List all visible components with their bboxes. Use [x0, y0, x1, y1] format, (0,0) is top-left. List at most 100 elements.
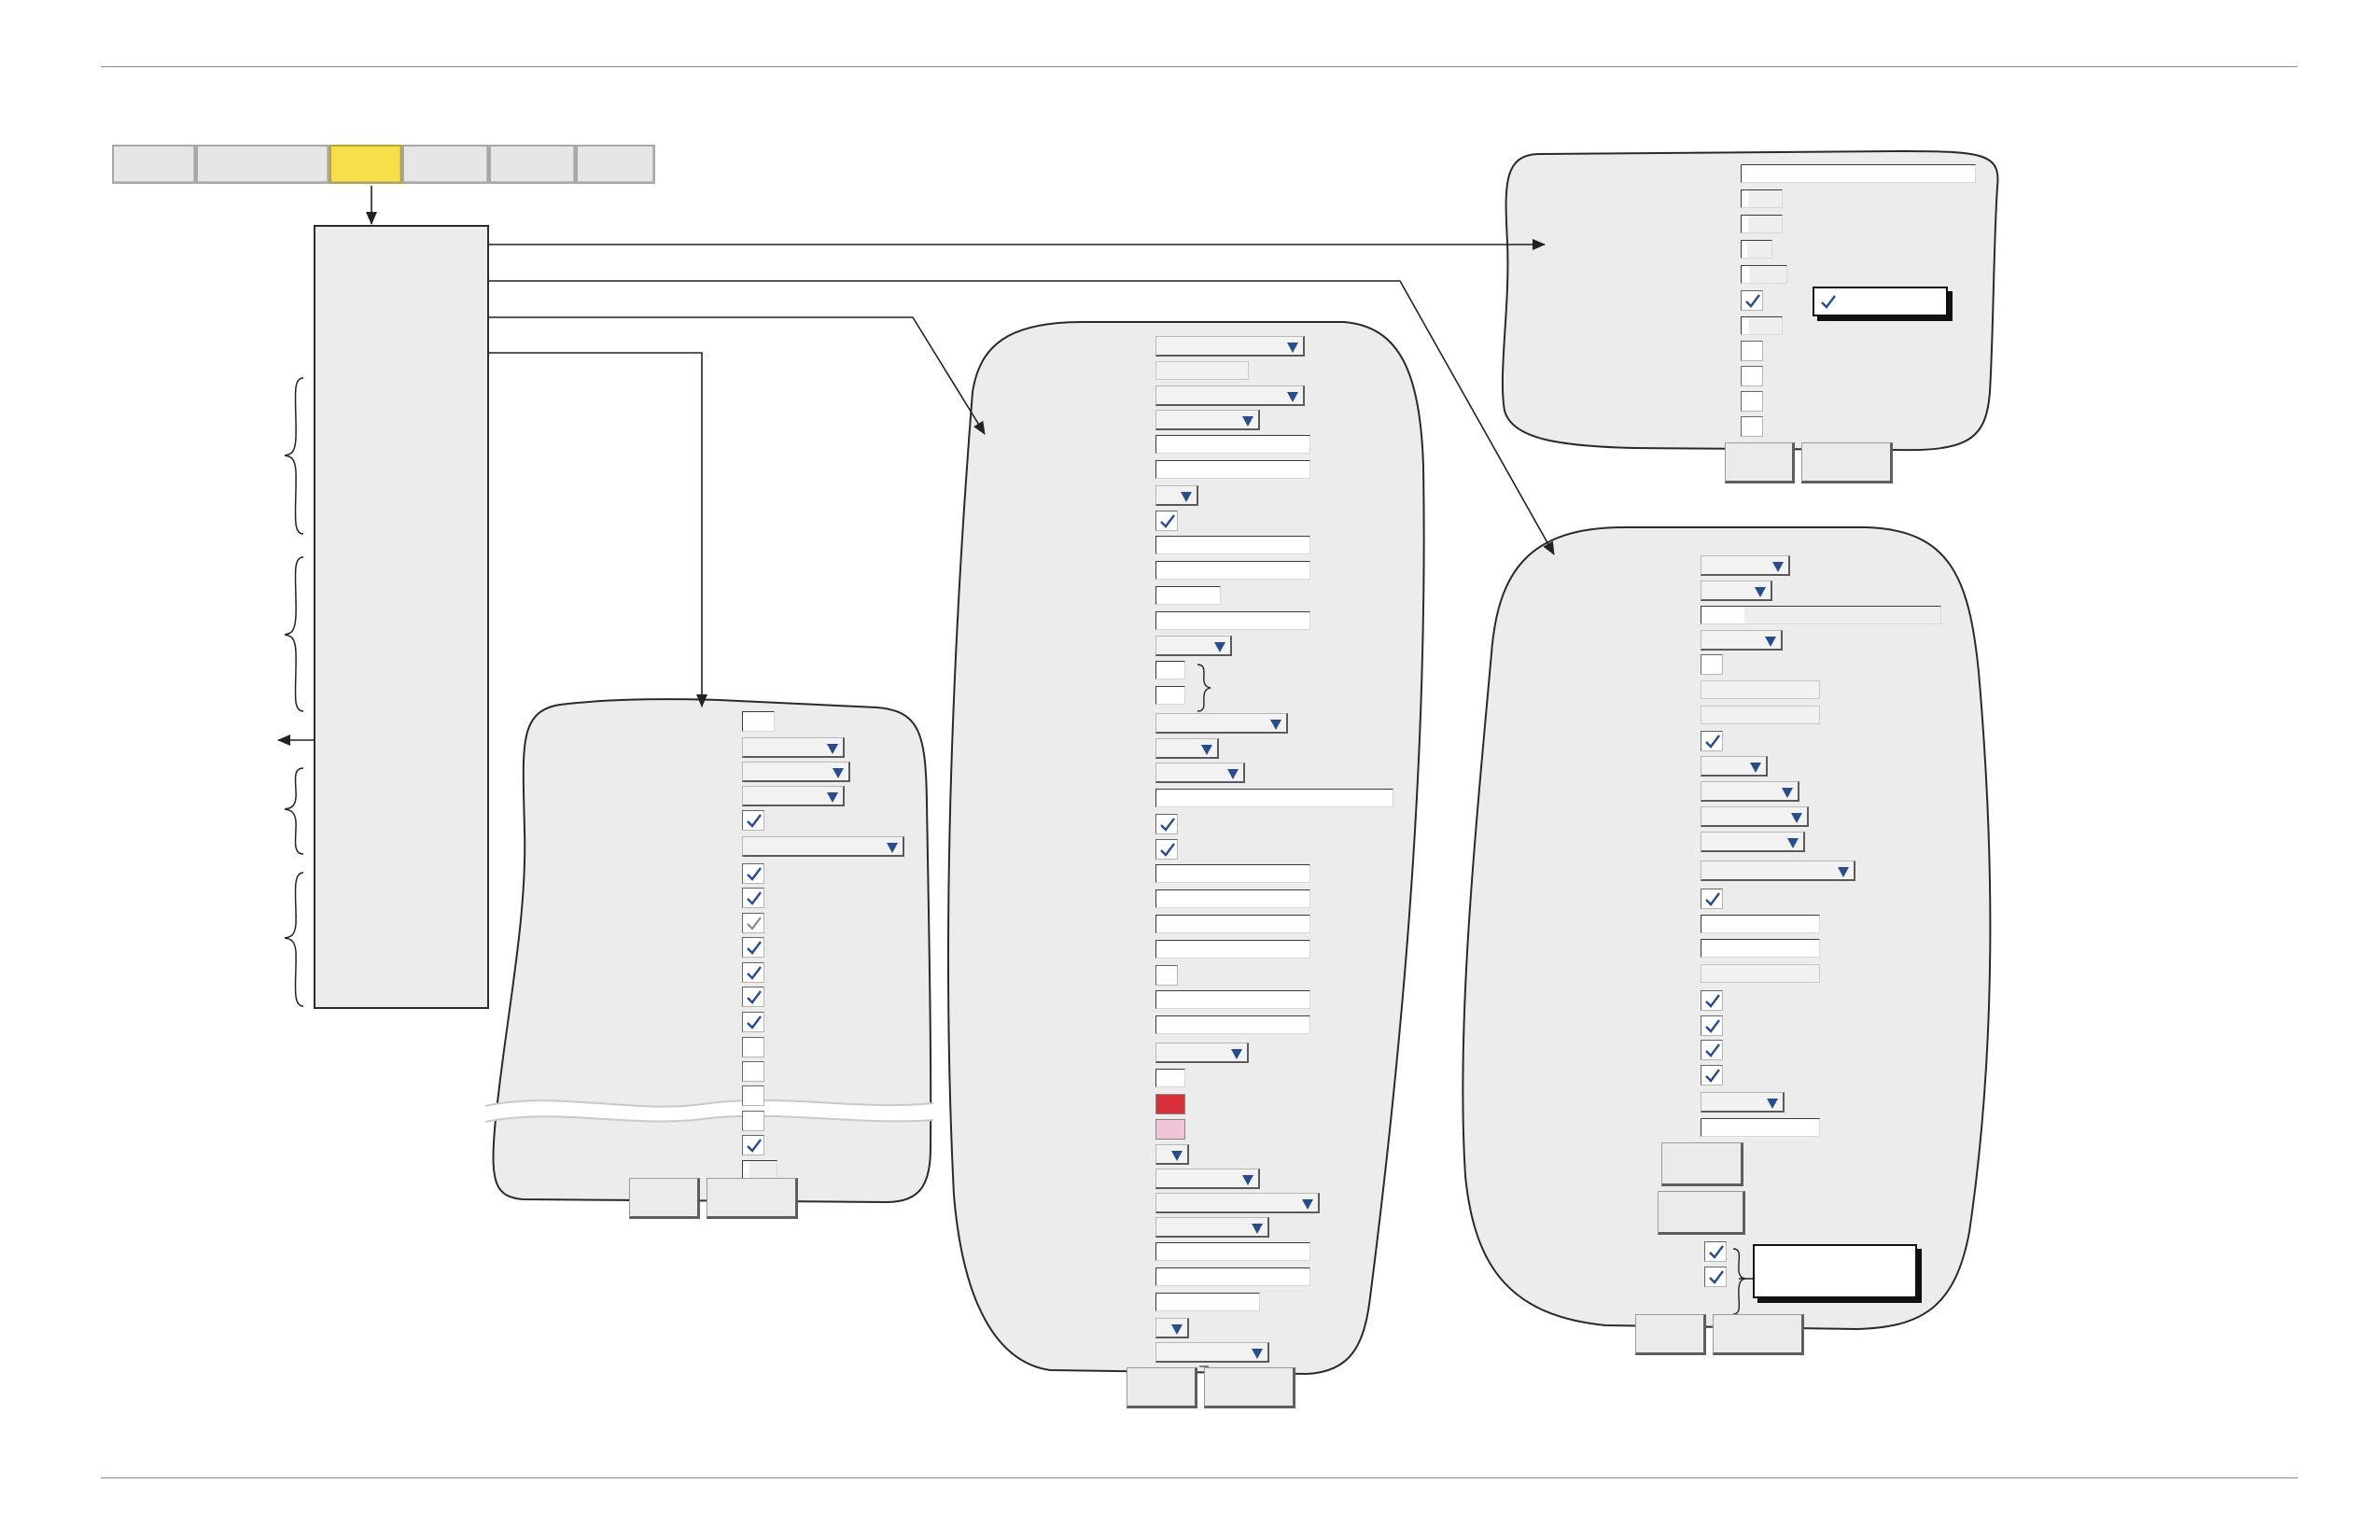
checkbox[interactable]: [742, 1085, 764, 1106]
checkbox[interactable]: [1701, 654, 1723, 675]
text-field[interactable]: [1701, 1118, 1820, 1137]
text-field[interactable]: [1741, 265, 1787, 284]
tab-6[interactable]: [576, 145, 655, 184]
dropdown[interactable]: [1155, 1043, 1249, 1063]
checkbox[interactable]: [742, 1037, 764, 1057]
text-field[interactable]: [1155, 611, 1310, 630]
text-field[interactable]: [1701, 606, 1941, 624]
text-field[interactable]: [1155, 536, 1310, 554]
dropdown[interactable]: [1155, 713, 1288, 734]
popup-box[interactable]: [1753, 1244, 1917, 1298]
checkbox-checked[interactable]: [1701, 1040, 1723, 1060]
dropdown[interactable]: [742, 786, 845, 806]
popup-option[interactable]: [1813, 287, 1948, 316]
checkbox-checked[interactable]: [1155, 511, 1178, 531]
text-field[interactable]: [1741, 164, 1976, 183]
checkbox-checked[interactable]: [742, 863, 764, 884]
ok-button[interactable]: [629, 1178, 700, 1219]
dropdown[interactable]: [1155, 410, 1260, 430]
text-field[interactable]: [1741, 189, 1783, 208]
checkbox-checked[interactable]: [1704, 1241, 1727, 1262]
checkbox[interactable]: [742, 1111, 764, 1131]
cancel-button[interactable]: [707, 1178, 798, 1219]
tab-4[interactable]: [402, 145, 489, 184]
menu-list-box[interactable]: [314, 225, 489, 1009]
checkbox-checked[interactable]: [1741, 290, 1763, 311]
checkbox-checked[interactable]: [1701, 731, 1723, 751]
text-field[interactable]: [1741, 215, 1783, 233]
dropdown[interactable]: [1155, 485, 1198, 506]
dropdown[interactable]: [1701, 555, 1790, 576]
text-field[interactable]: [1155, 361, 1249, 380]
text-field[interactable]: [1155, 1293, 1260, 1311]
text-field[interactable]: [1701, 706, 1820, 724]
checkbox-checked[interactable]: [1704, 1267, 1727, 1287]
dropdown[interactable]: [1701, 861, 1855, 881]
action-button[interactable]: [1658, 1191, 1745, 1235]
action-button[interactable]: [1661, 1142, 1743, 1186]
dropdown[interactable]: [1155, 1217, 1269, 1238]
text-field[interactable]: [1155, 586, 1221, 605]
dropdown[interactable]: [1155, 385, 1305, 406]
text-field[interactable]: [1155, 1069, 1185, 1087]
tab-3-active[interactable]: [329, 145, 402, 184]
text-field[interactable]: [742, 711, 775, 732]
checkbox-checked[interactable]: [1155, 814, 1178, 834]
text-field[interactable]: [1155, 1015, 1310, 1034]
checkbox[interactable]: [1741, 341, 1763, 361]
text-field[interactable]: [1701, 939, 1820, 958]
checkbox-checked[interactable]: [742, 987, 764, 1007]
dropdown[interactable]: [742, 836, 904, 857]
cancel-button[interactable]: [1204, 1367, 1295, 1408]
ok-button[interactable]: [1127, 1367, 1197, 1408]
color-swatch-red[interactable]: [1155, 1094, 1185, 1114]
text-field[interactable]: [1155, 990, 1310, 1009]
text-field[interactable]: [1155, 460, 1310, 479]
dropdown[interactable]: [1701, 581, 1772, 601]
ok-button[interactable]: [1635, 1314, 1706, 1355]
checkbox[interactable]: [1741, 416, 1763, 437]
dropdown[interactable]: [1155, 336, 1305, 357]
dropdown[interactable]: [1155, 738, 1219, 759]
dropdown[interactable]: [1701, 756, 1768, 777]
text-field[interactable]: [1155, 789, 1393, 807]
text-field[interactable]: [1741, 316, 1783, 335]
text-field[interactable]: [1701, 964, 1820, 983]
dropdown[interactable]: [1701, 630, 1783, 651]
checkbox-checked[interactable]: [1701, 889, 1723, 909]
tab-5[interactable]: [489, 145, 576, 184]
checkbox-checked[interactable]: [742, 1135, 764, 1155]
dropdown[interactable]: [742, 737, 845, 758]
cancel-button[interactable]: [1801, 442, 1893, 483]
dropdown[interactable]: [1155, 1169, 1260, 1189]
text-field[interactable]: [1155, 915, 1310, 933]
dropdown[interactable]: [1155, 1144, 1189, 1165]
text-field[interactable]: [1155, 435, 1310, 454]
dropdown[interactable]: [1701, 806, 1809, 827]
dropdown[interactable]: [1155, 763, 1245, 783]
dropdown[interactable]: [1155, 1318, 1189, 1338]
dropdown[interactable]: [1701, 832, 1805, 852]
color-swatch-pink[interactable]: [1155, 1119, 1185, 1140]
checkbox-checked[interactable]: [742, 1012, 764, 1032]
dropdown[interactable]: [1155, 1193, 1320, 1213]
dropdown[interactable]: [1155, 636, 1232, 656]
checkbox-checked[interactable]: [742, 888, 764, 908]
dropdown[interactable]: [1155, 1342, 1269, 1363]
text-field[interactable]: [1701, 915, 1820, 933]
text-field[interactable]: [1155, 1242, 1310, 1261]
checkbox-checked[interactable]: [1155, 839, 1178, 860]
checkbox-checked[interactable]: [742, 962, 764, 983]
text-field[interactable]: [1155, 1267, 1310, 1286]
text-field[interactable]: [1155, 940, 1310, 959]
cancel-button[interactable]: [1713, 1314, 1804, 1355]
checkbox-checked[interactable]: [742, 913, 764, 933]
checkbox-checked[interactable]: [1701, 1015, 1723, 1036]
text-field[interactable]: [1701, 680, 1820, 699]
text-field[interactable]: [1155, 686, 1185, 705]
text-field[interactable]: [1155, 661, 1185, 679]
checkbox[interactable]: [1155, 965, 1178, 986]
checkbox-checked[interactable]: [742, 937, 764, 958]
dropdown[interactable]: [1701, 1092, 1785, 1113]
text-field[interactable]: [1155, 864, 1310, 883]
